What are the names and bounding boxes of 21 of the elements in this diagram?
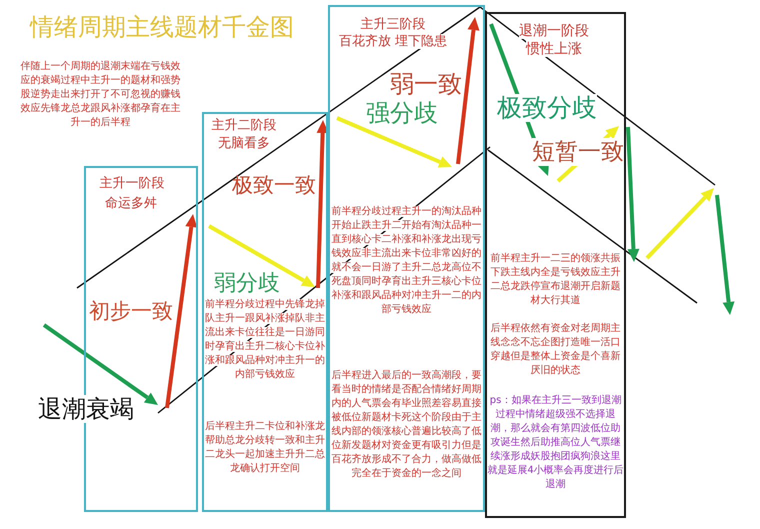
- phase-label: 短暂一致: [532, 138, 624, 166]
- stage-title: 退潮一阶段: [518, 24, 590, 38]
- stage-box: [202, 112, 328, 512]
- stage-title: 主升一阶段: [98, 177, 166, 191]
- stage-description: 前半程主升一二三的领涨共振下跌主线内全是亏钱效应主升二总龙跌停宣布退潮开启新题材大行其道: [490, 252, 622, 308]
- phase-label: 初步一致: [89, 299, 173, 323]
- stage-subtitle: 无脑看多: [217, 137, 271, 151]
- stage-subtitle: 命运多舛: [104, 197, 158, 211]
- stage-subtitle: 惯性上涨: [524, 42, 583, 56]
- phase-label: 极致一致: [232, 173, 316, 198]
- phase-label: 弱一致: [390, 70, 462, 98]
- phase-label: 弱分歧: [214, 271, 280, 296]
- stage-title: 主升三阶段: [360, 18, 426, 32]
- stage-title: 主升二阶段: [210, 119, 278, 133]
- diagram-title: 情绪周期主线题材千金图: [30, 12, 294, 42]
- phase-label: 退潮衰竭: [38, 395, 134, 423]
- phase-label: 极致分歧: [497, 94, 597, 122]
- stage-box: [328, 5, 485, 512]
- intro-note: 伴随上一个周期的退潮末端在亏钱效应的衰竭过程中主升一的题材和强势股逆势走出来打开了不可忽视的赚钱效应先锋龙总龙跟风补涨都孕育在主升一的后半程: [20, 60, 182, 130]
- stage-subtitle: 百花齐放 埋下隐患: [338, 35, 448, 49]
- phase-label: 强分歧: [366, 100, 438, 126]
